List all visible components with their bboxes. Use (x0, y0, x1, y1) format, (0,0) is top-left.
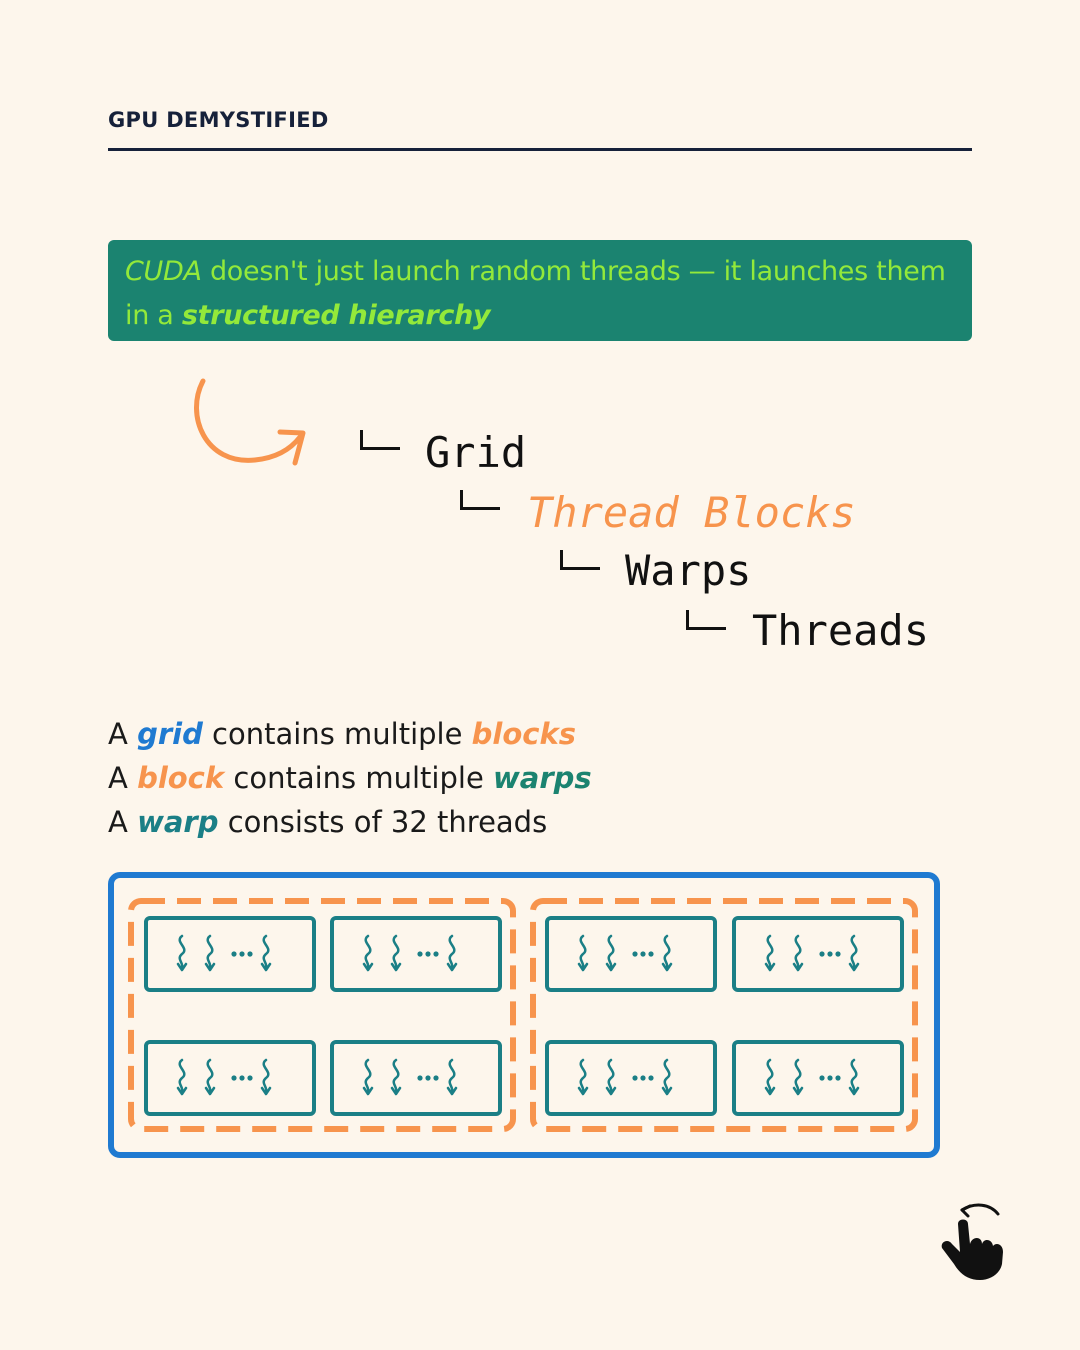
hierarchy-statements: A grid contains multiple blocks A block … (108, 712, 592, 844)
tree-connector (360, 430, 400, 450)
callout-cuda: CUDA (125, 256, 202, 287)
warp-box (732, 1040, 904, 1116)
statement-middle: consists of 32 threads (218, 805, 548, 839)
header-title: GPU DEMYSTIFIED (108, 108, 329, 132)
tree-grid-label: Grid (425, 428, 527, 477)
header-divider (108, 148, 972, 151)
statement-term: warp (137, 805, 219, 839)
thread-squiggle-icon (362, 934, 458, 972)
tree-connector (686, 610, 726, 630)
tree-warps-label: Warps (625, 546, 752, 595)
warp-box (732, 916, 904, 992)
statement-term: block (137, 761, 225, 795)
statement-middle: contains multiple (202, 717, 472, 751)
warp-box (144, 1040, 316, 1116)
statement-prefix: A (108, 805, 138, 839)
statement-grid: A grid contains multiple blocks (108, 712, 592, 756)
thread-block-left (128, 898, 516, 1132)
statement-term: grid (137, 717, 203, 751)
statement-middle: contains multiple (224, 761, 494, 795)
thread-squiggle-icon (577, 1058, 673, 1096)
thread-squiggle-icon (176, 1058, 272, 1096)
tree-connector (460, 490, 500, 510)
statement-warp: A warp consists of 32 threads (108, 800, 592, 844)
thread-block-right (530, 898, 918, 1132)
warp-box (545, 1040, 717, 1116)
tree-connector (560, 550, 600, 570)
statement-object: warps (493, 761, 592, 795)
callout-text: doesn't just launch random threads — it … (125, 256, 946, 331)
intro-callout: CUDA doesn't just launch random threads … (108, 240, 972, 341)
tree-threads-label: Threads (752, 606, 930, 655)
warp-box (545, 916, 717, 992)
statement-object: blocks (471, 717, 577, 751)
warp-box (330, 916, 502, 992)
tree-thread-blocks-label: Thread Blocks (527, 488, 856, 537)
warp-box (330, 1040, 502, 1116)
curved-arrow-icon (194, 378, 306, 466)
statement-prefix: A (108, 761, 138, 795)
thread-squiggle-icon (764, 934, 860, 972)
thread-squiggle-icon (362, 1058, 458, 1096)
statement-prefix: A (108, 717, 138, 751)
callout-hierarchy: structured hierarchy (181, 300, 491, 331)
thread-squiggle-icon (176, 934, 272, 972)
thread-squiggle-icon (764, 1058, 860, 1096)
swipe-hand-icon (941, 1203, 1003, 1280)
statement-block: A block contains multiple warps (108, 756, 592, 800)
warp-box (144, 916, 316, 992)
grid-diagram (108, 872, 940, 1158)
thread-squiggle-icon (577, 934, 673, 972)
